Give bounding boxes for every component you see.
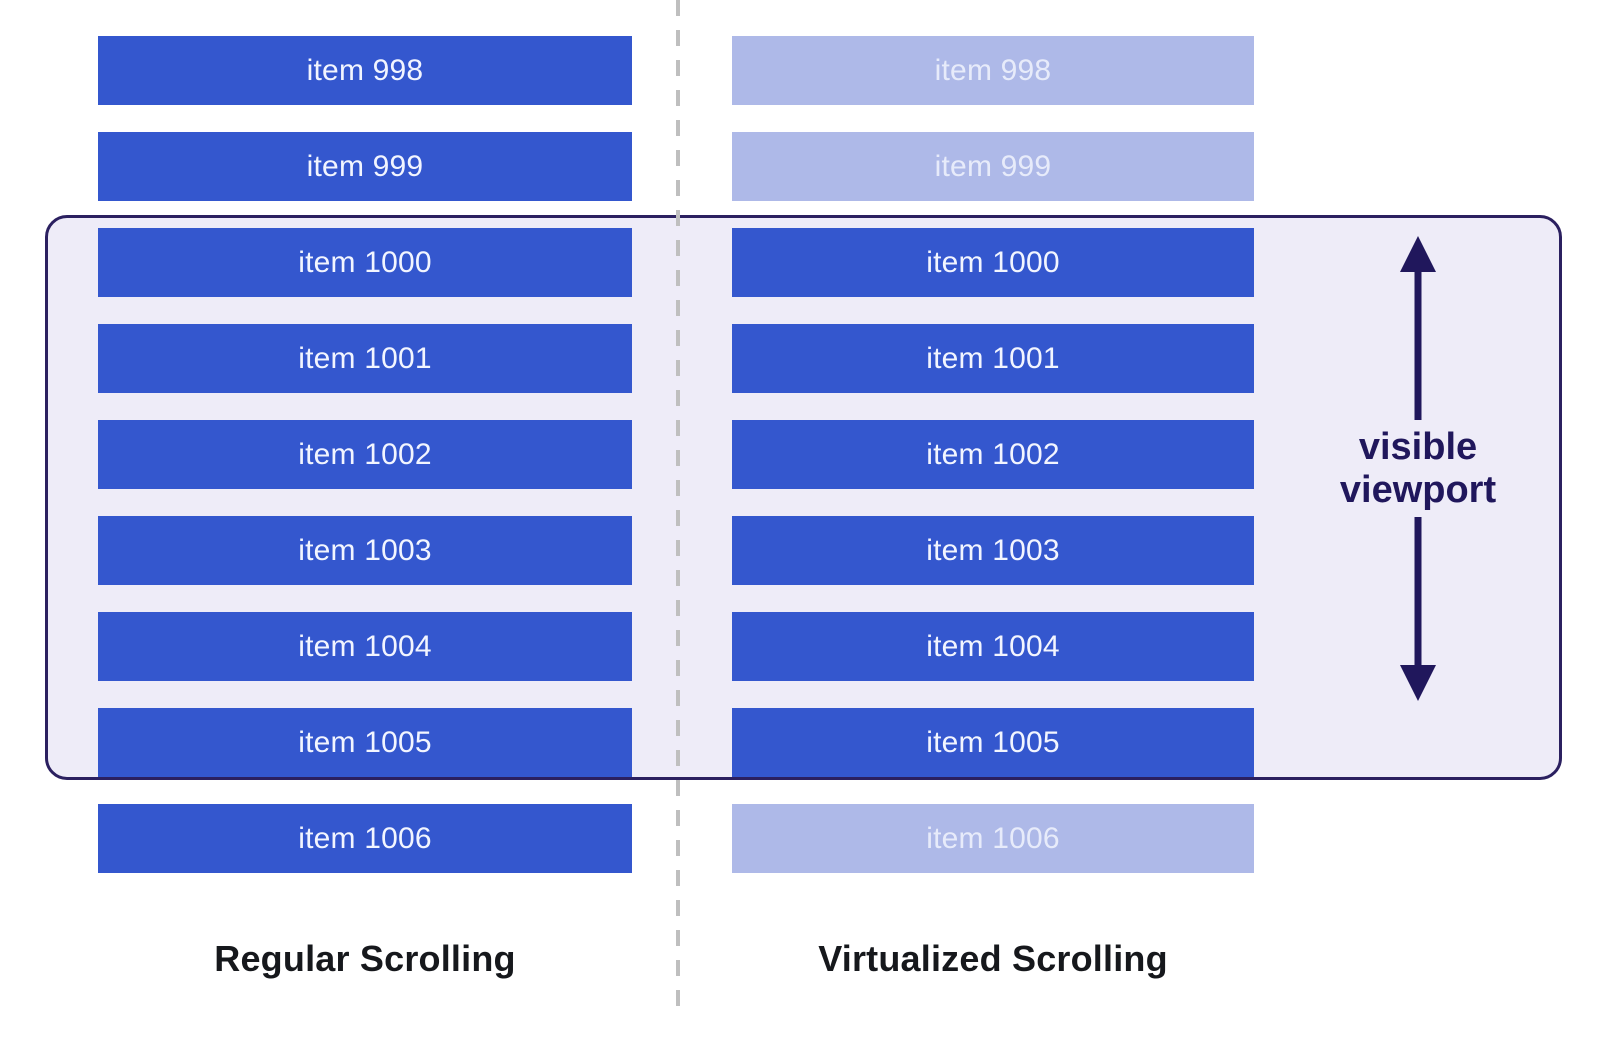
list-item[interactable]: item 1001: [98, 324, 632, 393]
caption-virtualized-scrolling: Virtualized Scrolling: [818, 938, 1168, 979]
list-item[interactable]: item 1002: [98, 420, 632, 489]
column-divider-dashed-line: [676, 0, 680, 1008]
list-item[interactable]: item 1002: [732, 420, 1254, 489]
list-item[interactable]: item 1000: [98, 228, 632, 297]
list-item[interactable]: item 1006: [98, 804, 632, 873]
list-item[interactable]: item 1004: [732, 612, 1254, 681]
list-item[interactable]: item 1003: [98, 516, 632, 585]
list-item[interactable]: item 1003: [732, 516, 1254, 585]
arrow-up-icon: [1400, 236, 1436, 420]
arrow-down-icon: [1400, 517, 1436, 702]
list-item[interactable]: item 1005: [98, 708, 632, 777]
caption-regular-scrolling: Regular Scrolling: [214, 938, 516, 979]
list-item[interactable]: item 999: [98, 132, 632, 201]
visible-viewport-annotation: visible viewport: [1300, 232, 1536, 752]
visible-viewport-label: visible viewport: [1339, 426, 1497, 511]
list-item[interactable]: item 1001: [732, 324, 1254, 393]
visible-viewport-box: [45, 215, 1562, 780]
list-item[interactable]: item 1004: [98, 612, 632, 681]
list-item[interactable]: item 998: [98, 36, 632, 105]
list-item[interactable]: item 999: [732, 132, 1254, 201]
list-item[interactable]: item 1006: [732, 804, 1254, 873]
list-item[interactable]: item 998: [732, 36, 1254, 105]
list-item[interactable]: item 1000: [732, 228, 1254, 297]
list-item[interactable]: item 1005: [732, 708, 1254, 777]
